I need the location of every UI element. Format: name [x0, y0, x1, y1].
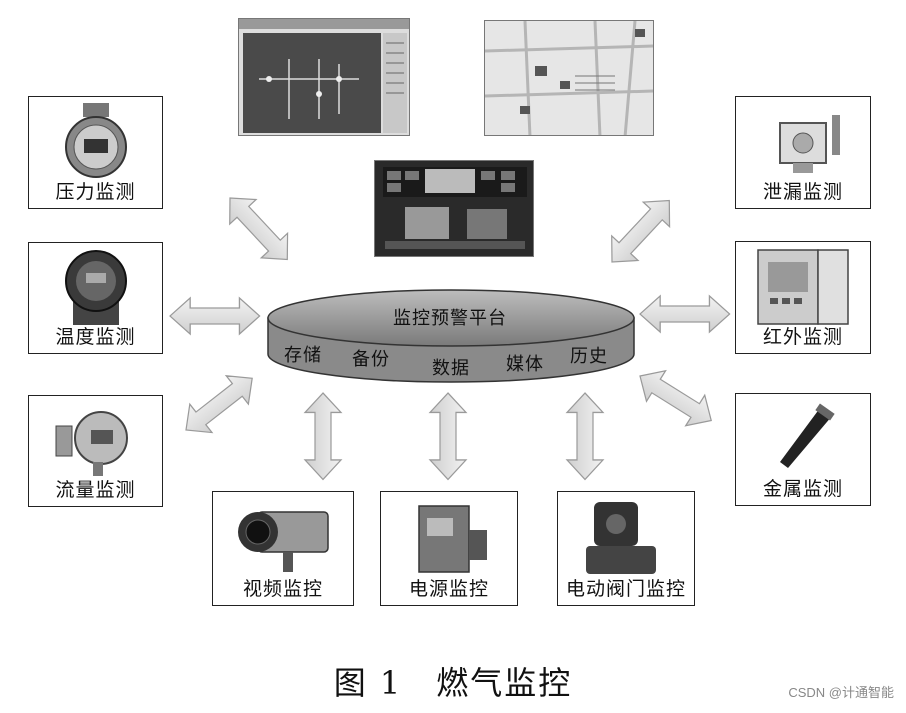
control-room-graphic [383, 167, 527, 249]
pressure-monitor-box: 压力监测 [28, 96, 163, 209]
csdn-watermark: CSDN @计通智能 [788, 685, 894, 700]
platform-title: 监控预警平台 [393, 308, 507, 329]
metal-monitor-box: 金属监测 [735, 393, 871, 506]
flow-monitor-label: 流量监测 [55, 479, 136, 501]
pressure-gauge-icon [64, 103, 127, 178]
video-camera-icon [238, 511, 329, 572]
power-supply-icon [418, 505, 487, 573]
electric-valve-icon [586, 502, 656, 574]
temperature-transmitter-icon [64, 250, 127, 325]
infrared-control-panel-icon [757, 249, 849, 325]
power-monitor-label: 电源监控 [408, 578, 489, 600]
control-room-image [374, 160, 534, 257]
scada-screen-image [238, 18, 410, 136]
platform-item-data: 数据 [432, 358, 470, 379]
power-monitor-box: 电源监控 [380, 491, 518, 606]
flow-meter-icon [55, 411, 128, 476]
temperature-monitor-box: 温度监测 [28, 242, 163, 354]
valve-monitor-label: 电动阀门监控 [565, 578, 686, 600]
metal-monitor-label: 金属监测 [762, 478, 843, 500]
figure-caption: 图 1 燃气监控 [333, 664, 573, 702]
platform-item-storage: 存储 [284, 345, 322, 366]
gas-leak-detector-icon [779, 115, 840, 173]
valve-monitor-box: 电动阀门监控 [557, 491, 695, 606]
infrared-monitor-label: 红外监测 [762, 326, 843, 348]
metal-detector-icon [780, 403, 835, 468]
map-screen-image [484, 20, 654, 136]
video-monitor-box: 视频监控 [212, 491, 354, 606]
leak-monitor-box: 泄漏监测 [735, 96, 871, 209]
map-screen-graphic [485, 21, 653, 135]
platform-item-history: 历史 [570, 346, 608, 367]
scada-screen-graphic [239, 19, 409, 133]
platform-item-backup: 备份 [352, 349, 390, 370]
flow-monitor-box: 流量监测 [28, 395, 163, 507]
infrared-monitor-box: 红外监测 [735, 241, 871, 354]
video-monitor-label: 视频监控 [242, 578, 323, 600]
leak-monitor-label: 泄漏监测 [762, 181, 843, 203]
pressure-monitor-label: 压力监测 [55, 181, 136, 203]
temperature-monitor-label: 温度监测 [55, 326, 136, 348]
platform-item-media: 媒体 [506, 354, 544, 375]
